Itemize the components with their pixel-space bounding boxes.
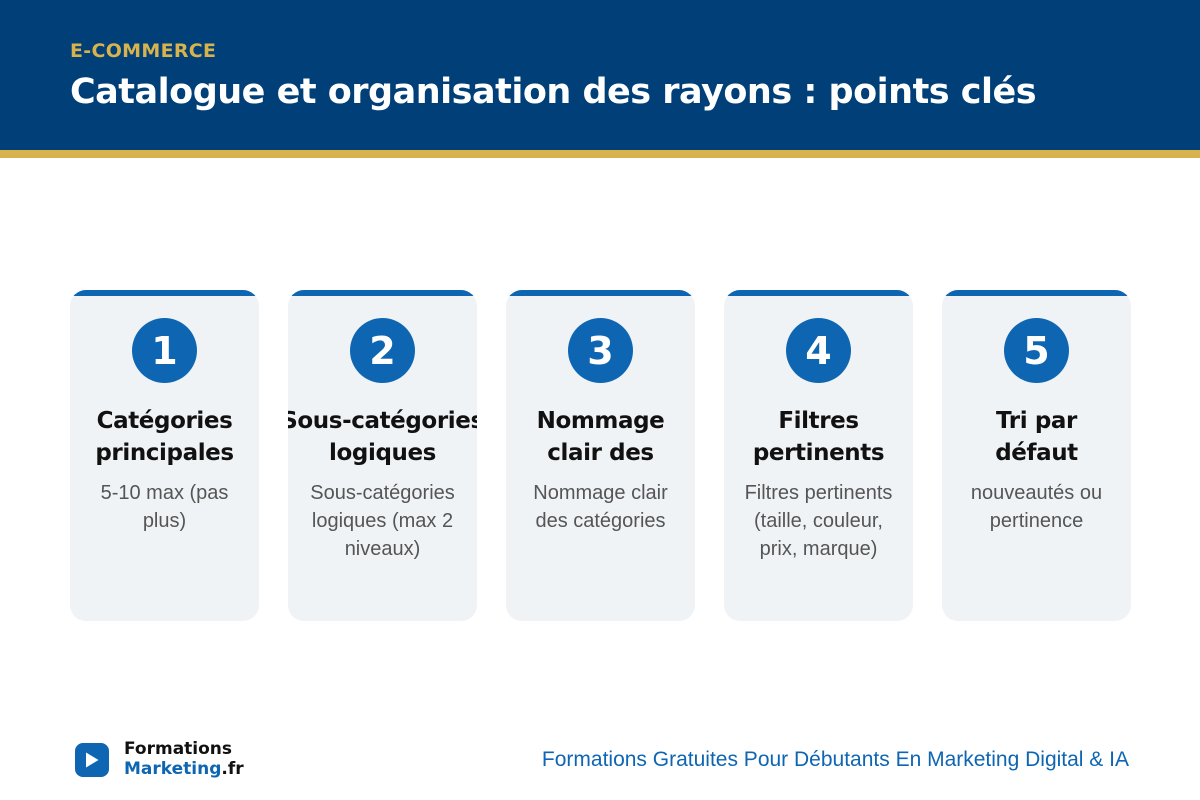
key-point-card-3: 3 Nommage clair des Nommage clair des ca… — [506, 290, 695, 621]
header-banner — [0, 0, 1200, 150]
brand-logo[interactable]: Formations Marketing.fr — [124, 739, 244, 780]
card-top-bar — [70, 290, 259, 296]
card-top-bar — [288, 290, 477, 296]
card-description: Filtres pertinents (taille, couleur, pri… — [744, 482, 893, 560]
play-icon[interactable] — [75, 743, 109, 777]
step-number-badge: 3 — [568, 318, 633, 383]
key-point-card-1: 1 Catégories principales 5-10 max (pas p… — [70, 290, 259, 621]
card-title: Sous-catégories logiques — [288, 408, 477, 466]
step-number-badge: 4 — [786, 318, 851, 383]
card-title: Catégories principales — [95, 408, 234, 466]
key-point-card-2: 2 Sous-catégories logiques Sous-catégori… — [288, 290, 477, 621]
logo-line-1: Formations — [124, 739, 233, 759]
logo-line-2: Marketing.fr — [124, 759, 244, 780]
card-description: Sous-catégories logiques (max 2 niveaux) — [310, 482, 455, 560]
card-top-bar — [942, 290, 1131, 296]
card-description: 5-10 max (pas plus) — [100, 482, 229, 532]
card-top-bar — [506, 290, 695, 296]
key-point-card-4: 4 Filtres pertinents Filtres pertinents … — [724, 290, 913, 621]
step-number-badge: 2 — [350, 318, 415, 383]
card-description: Nommage clair des catégories — [533, 482, 668, 532]
card-description: nouveautés ou pertinence — [970, 482, 1103, 532]
key-points-list: 1 Catégories principales 5-10 max (pas p… — [70, 290, 1131, 621]
logo-brand-word: Marketing — [124, 759, 222, 779]
category-label: E-COMMERCE — [70, 40, 217, 62]
step-number-badge: 1 — [132, 318, 197, 383]
header-accent-bar — [0, 150, 1200, 158]
card-title: Filtres pertinents — [752, 408, 885, 466]
logo-tld: .fr — [221, 759, 244, 779]
card-top-bar — [724, 290, 913, 296]
card-title: Tri par défaut — [995, 408, 1078, 466]
card-title: Nommage clair des — [536, 408, 665, 466]
page-title: Catalogue et organisation des rayons : p… — [70, 72, 1037, 112]
step-number-badge: 5 — [1004, 318, 1069, 383]
key-point-card-5: 5 Tri par défaut nouveautés ou pertinenc… — [942, 290, 1131, 621]
footer-tagline: Formations Gratuites Pour Débutants En M… — [541, 748, 1129, 771]
